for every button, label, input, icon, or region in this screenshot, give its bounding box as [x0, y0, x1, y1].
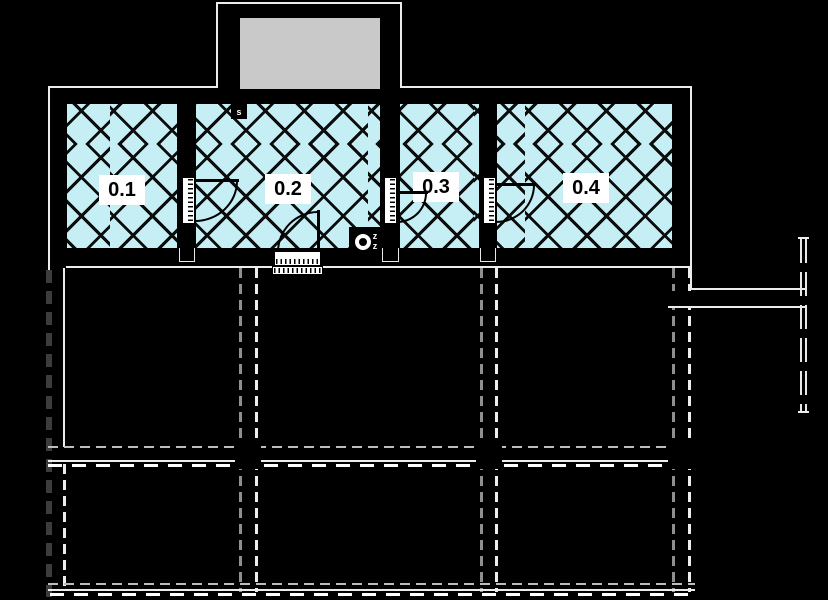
room-label-0-2: 0.2	[265, 174, 311, 204]
door-leaf-hatch	[489, 179, 494, 222]
foundation-crossing-square	[235, 443, 261, 469]
foundation-dashed-line-left	[63, 464, 66, 592]
stairwell-outline-left	[216, 2, 218, 88]
door-leaf	[182, 177, 195, 224]
vent-symbol-icon: z	[372, 241, 378, 251]
stairwell-outline-top	[216, 2, 402, 4]
building-outline-top-right	[402, 86, 692, 88]
foundation-bottom-bright-dashes	[50, 593, 698, 596]
door-swing-line	[397, 191, 428, 194]
wall-notch	[179, 248, 195, 262]
building-outline-top-left	[48, 86, 217, 88]
room-0-4	[497, 104, 672, 248]
door-swing-line	[317, 210, 320, 252]
wall-notch	[480, 248, 496, 262]
foundation-dashed-line-c2	[495, 268, 498, 592]
flue-ring-icon	[355, 234, 371, 250]
room-0-2	[196, 104, 380, 248]
door-leaf-hatch	[188, 179, 193, 222]
stairwell-floor	[240, 18, 380, 89]
terrace-top-edge-line	[66, 266, 690, 268]
building-outline-left	[48, 86, 50, 270]
wall-notch	[382, 248, 399, 262]
foundation-bottom-dashed-line	[48, 583, 695, 585]
foundation-crossing-square	[668, 443, 694, 469]
door-leaf	[274, 251, 321, 266]
right-stub-top-line	[691, 288, 805, 290]
right-stub-wall	[668, 291, 806, 306]
vent-symbol-icon: z	[372, 231, 378, 241]
room-label-0-1: 0.1	[99, 175, 145, 205]
right-boundary-dashed-line	[805, 239, 807, 413]
foundation-dashed-line-c1	[255, 268, 258, 592]
foundation-line-left-solid	[63, 268, 65, 447]
foundation-band-top-line	[48, 446, 694, 448]
right-boundary-end-tick	[798, 237, 809, 239]
door-leaf	[483, 177, 496, 224]
door-leaf-hatch	[390, 179, 395, 222]
right-stub-bottom-line	[668, 306, 806, 308]
building-outline-right	[690, 86, 692, 290]
exterior-step-hatch	[274, 268, 321, 273]
foundation-dashed-line-c1-dim	[239, 268, 242, 592]
foundation-dashed-line-left-outer	[46, 270, 52, 597]
foundation-bottom-solid-line	[48, 589, 695, 591]
door-leaf-hatch	[276, 259, 319, 264]
foundation-dashed-line-c3	[688, 268, 691, 592]
foundation-dashed-line-c3-dim	[672, 268, 675, 592]
right-boundary-dashed-line	[800, 239, 802, 413]
right-boundary-end-tick	[798, 411, 809, 413]
foundation-band-bottom-line	[48, 464, 696, 467]
door-leaf	[384, 177, 397, 224]
foundation-crossing-square	[476, 443, 502, 469]
foundation-band-mid-line	[48, 460, 694, 462]
stairwell-outline-right	[400, 2, 402, 88]
foundation-dashed-line-c2-dim	[480, 268, 483, 592]
exterior-step	[272, 266, 323, 275]
room-label-0-4: 0.4	[563, 173, 609, 203]
shaft-marker: s	[231, 104, 247, 119]
